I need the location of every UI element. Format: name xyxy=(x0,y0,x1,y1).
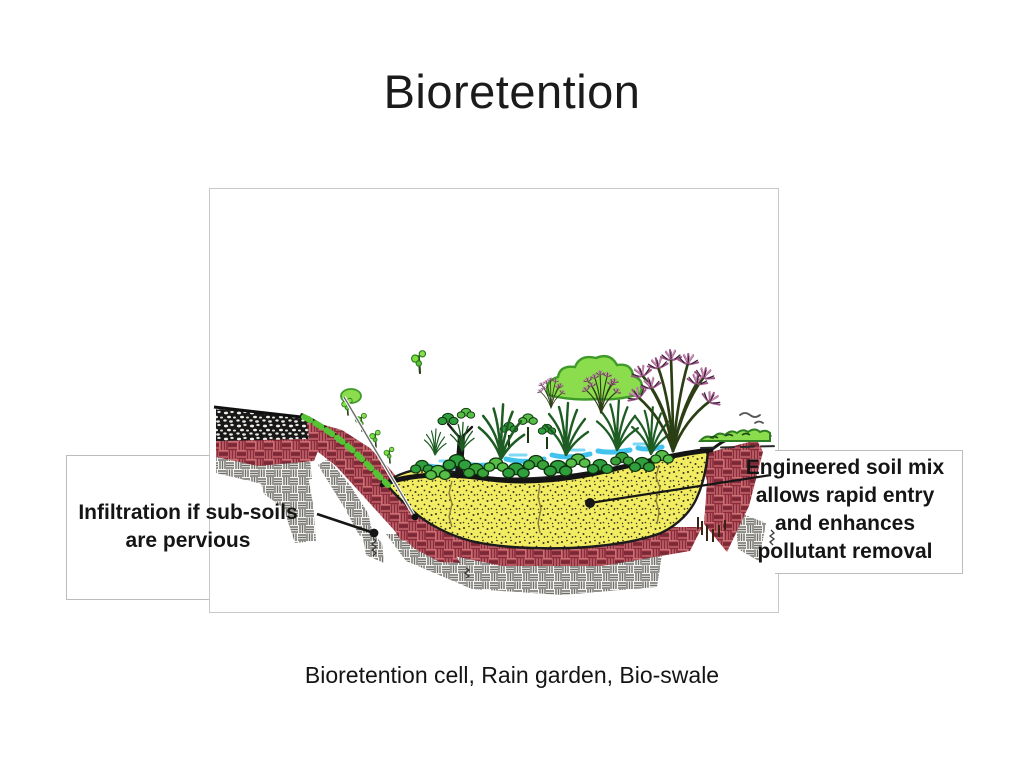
detail-marks xyxy=(370,517,776,579)
figure-box xyxy=(209,188,779,613)
slide-caption: Bioretention cell, Rain garden, Bio-swal… xyxy=(304,662,720,688)
slide-title: Bioretention xyxy=(383,65,641,118)
callout-right-line: allows rapid entry xyxy=(755,484,935,507)
leader-line-right xyxy=(589,473,772,505)
leader-dot-left xyxy=(369,528,379,538)
figure-pointer-line xyxy=(342,396,419,521)
callout-left-line: are pervious xyxy=(125,529,251,552)
callout-left-text: Infiltration if sub-soils are pervious xyxy=(58,499,318,555)
callout-right-line: pollutant removal xyxy=(757,540,933,563)
leader-dot-right xyxy=(585,498,595,508)
callout-right-text: Engineered soil mix allows rapid entry a… xyxy=(725,454,965,566)
vegetation-layer xyxy=(340,350,771,481)
callout-right-line: Engineered soil mix xyxy=(745,456,945,479)
callout-left-line: Infiltration if sub-soils xyxy=(78,501,298,524)
gravel-layer xyxy=(213,405,311,441)
figure-pointer-dot xyxy=(411,513,419,521)
leader-line-left xyxy=(316,512,375,535)
callout-right-box xyxy=(775,450,963,574)
leader-lines xyxy=(316,473,772,538)
callout-right-line: and enhances xyxy=(774,512,916,535)
bioretention-diagram xyxy=(213,189,778,595)
right-bank-grass xyxy=(697,412,771,442)
